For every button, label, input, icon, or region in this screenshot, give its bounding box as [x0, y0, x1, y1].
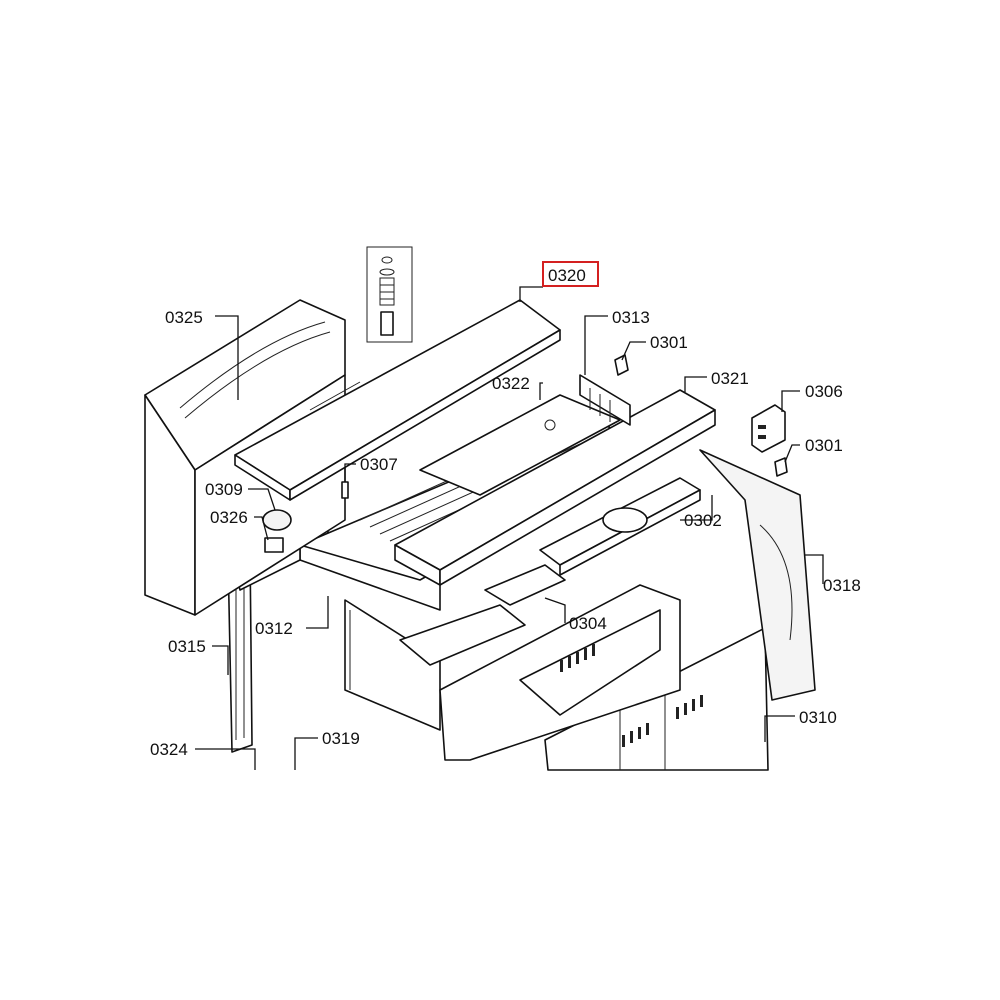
bracket-0313	[579, 374, 631, 426]
label-0310: 0310	[799, 708, 837, 727]
label-0315: 0315	[168, 637, 206, 656]
label-0306: 0306	[805, 382, 843, 401]
leader-lines	[195, 286, 824, 770]
tray-cover	[399, 604, 526, 666]
top-panel-0321	[394, 389, 716, 586]
vent-slots-inner	[560, 644, 595, 672]
label-0309: 0309	[205, 480, 243, 499]
screw-0301-b	[774, 457, 788, 477]
side-panel-0318	[699, 449, 816, 701]
plate-0304	[484, 564, 566, 606]
label-0312: 0312	[255, 619, 293, 638]
label-0319: 0319	[322, 729, 360, 748]
water-tank-0319	[344, 599, 441, 731]
label-0301-b: 0301	[805, 436, 843, 455]
inner-cover	[519, 609, 661, 716]
label-0322: 0322	[492, 374, 530, 393]
label-0324: 0324	[150, 740, 188, 759]
switch-0306	[751, 404, 786, 453]
label-0320: 0320	[548, 266, 586, 285]
housing-body	[227, 449, 816, 771]
block-0326	[264, 537, 284, 553]
label-0301-a: 0301	[650, 333, 688, 352]
spout-0302	[539, 477, 701, 576]
label-0326: 0326	[210, 508, 248, 527]
part-labels: 0320 0325 0313 0301 0322 0321 0306 0301 …	[150, 266, 861, 759]
screw-0301-a	[614, 354, 629, 376]
front-panel-0310	[544, 627, 769, 771]
label-0318: 0318	[823, 576, 861, 595]
top-panel-0320	[234, 299, 561, 501]
label-0321: 0321	[711, 369, 749, 388]
label-0313: 0313	[612, 308, 650, 327]
plate-0322	[419, 394, 621, 496]
label-0307: 0307	[360, 455, 398, 474]
vent-slots-front	[622, 695, 703, 747]
knob-0309	[262, 509, 292, 531]
inset-box	[366, 246, 413, 343]
highlight-box-0320	[542, 261, 599, 287]
label-0325: 0325	[165, 308, 203, 327]
screw-0307	[341, 481, 349, 499]
valve-kit-inset	[366, 246, 413, 343]
label-0302: 0302	[684, 511, 722, 530]
label-0304: 0304	[569, 614, 607, 633]
